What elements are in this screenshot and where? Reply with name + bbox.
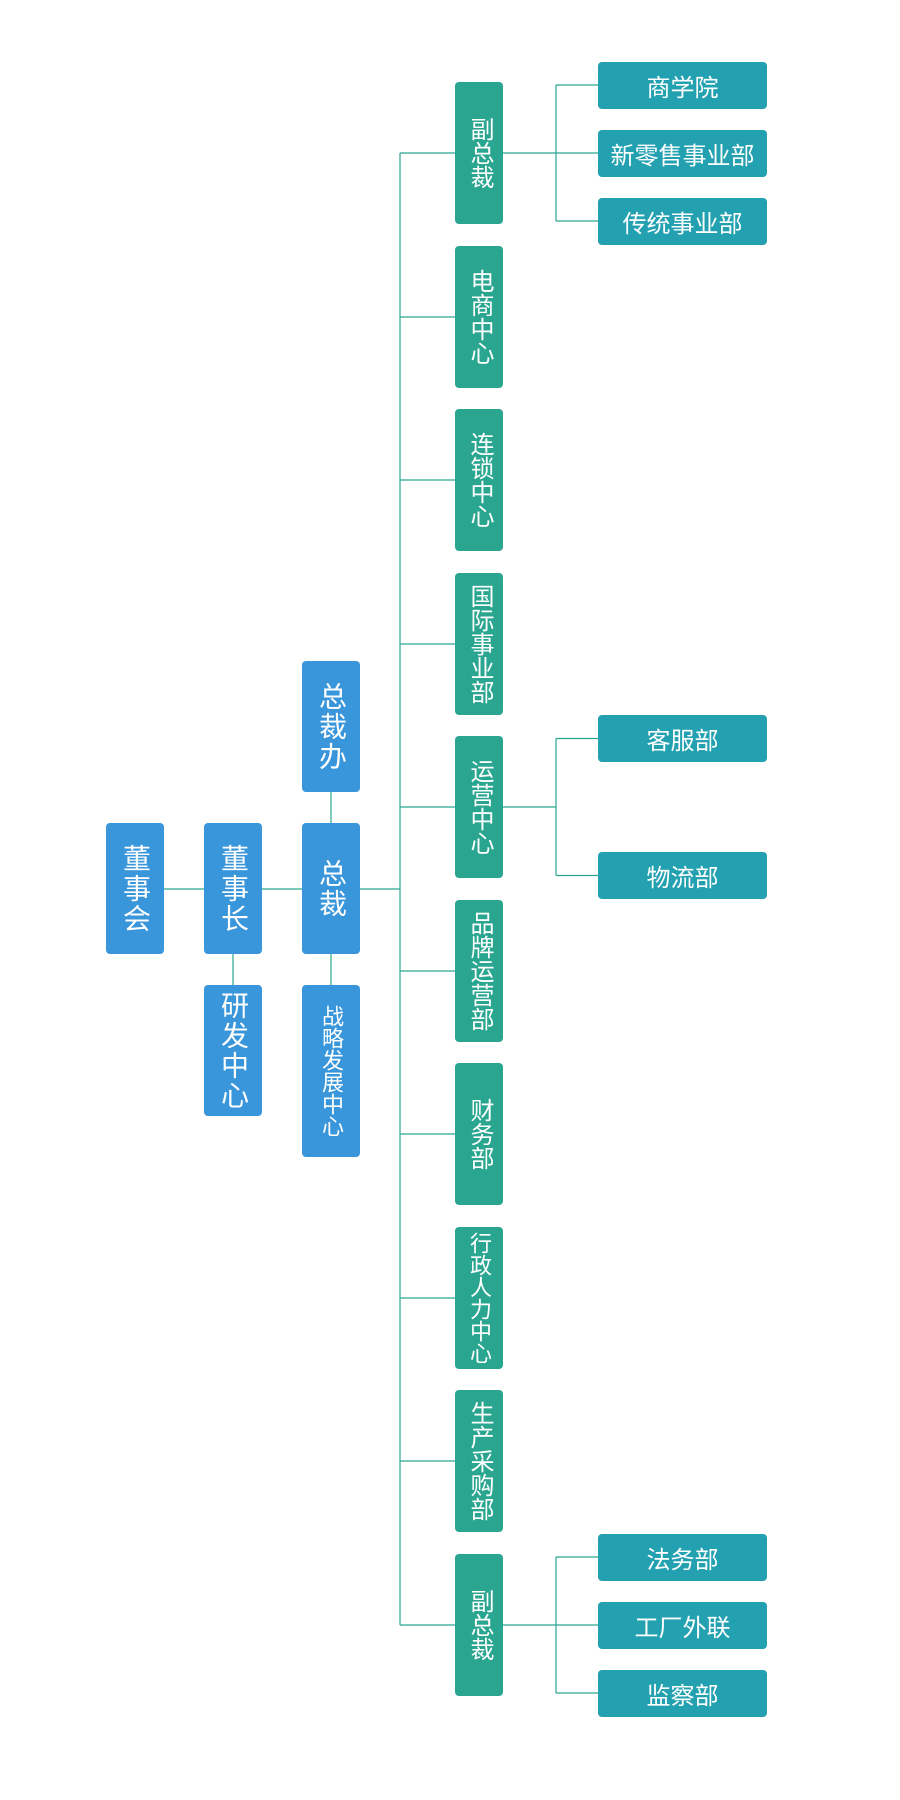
center-node[interactable]: 副总裁	[455, 82, 503, 224]
president-node[interactable]: 总裁	[302, 823, 360, 954]
department-node[interactable]: 法务部	[598, 1534, 767, 1581]
center-node[interactable]: 行政人力中心	[455, 1227, 503, 1369]
department-node[interactable]: 传统事业部	[598, 198, 767, 245]
chairman-node[interactable]: 董事长	[204, 823, 262, 954]
department-label: 传统事业部	[622, 211, 743, 238]
chairman-label: 董事长	[218, 843, 249, 934]
center-label: 副总裁	[466, 1589, 493, 1661]
center-label: 连锁中心	[466, 432, 493, 528]
center-node[interactable]: 连锁中心	[455, 409, 503, 551]
center-label: 生产采购部	[466, 1401, 493, 1521]
rd-center-node[interactable]: 研发中心	[204, 985, 262, 1116]
center-label: 运营中心	[466, 759, 493, 855]
center-label: 财务部	[466, 1098, 493, 1170]
center-node[interactable]: 运营中心	[455, 736, 503, 878]
strategy-center-label: 战略发展中心	[319, 1005, 344, 1137]
center-node[interactable]: 电商中心	[455, 246, 503, 388]
center-node[interactable]: 副总裁	[455, 1554, 503, 1696]
department-node[interactable]: 工厂外联	[598, 1602, 767, 1649]
board-label: 董事会	[120, 843, 151, 934]
department-node[interactable]: 物流部	[598, 852, 767, 899]
department-label: 商学院	[646, 75, 719, 102]
center-node[interactable]: 财务部	[455, 1063, 503, 1205]
department-label: 客服部	[646, 728, 719, 755]
center-label: 行政人力中心	[467, 1232, 492, 1364]
department-label: 监察部	[646, 1683, 719, 1710]
center-label: 电商中心	[466, 269, 493, 365]
center-node[interactable]: 国际事业部	[455, 573, 503, 715]
department-label: 工厂外联	[634, 1615, 731, 1642]
president-office-label: 总裁办	[316, 681, 347, 772]
center-node[interactable]: 品牌运营部	[455, 900, 503, 1042]
strategy-center-node[interactable]: 战略发展中心	[302, 985, 360, 1157]
center-label: 副总裁	[466, 117, 493, 189]
center-label: 国际事业部	[466, 584, 493, 704]
department-label: 法务部	[646, 1547, 719, 1574]
rd-center-label: 研发中心	[218, 990, 249, 1111]
president-office-node[interactable]: 总裁办	[302, 661, 360, 792]
president-label: 总裁	[316, 858, 347, 919]
department-node[interactable]: 监察部	[598, 1670, 767, 1717]
department-label: 物流部	[646, 865, 719, 892]
department-node[interactable]: 新零售事业部	[598, 130, 767, 177]
department-label: 新零售事业部	[610, 143, 755, 170]
center-node[interactable]: 生产采购部	[455, 1390, 503, 1532]
board-node[interactable]: 董事会	[106, 823, 164, 954]
department-node[interactable]: 商学院	[598, 62, 767, 109]
department-node[interactable]: 客服部	[598, 715, 767, 762]
center-label: 品牌运营部	[466, 911, 493, 1031]
